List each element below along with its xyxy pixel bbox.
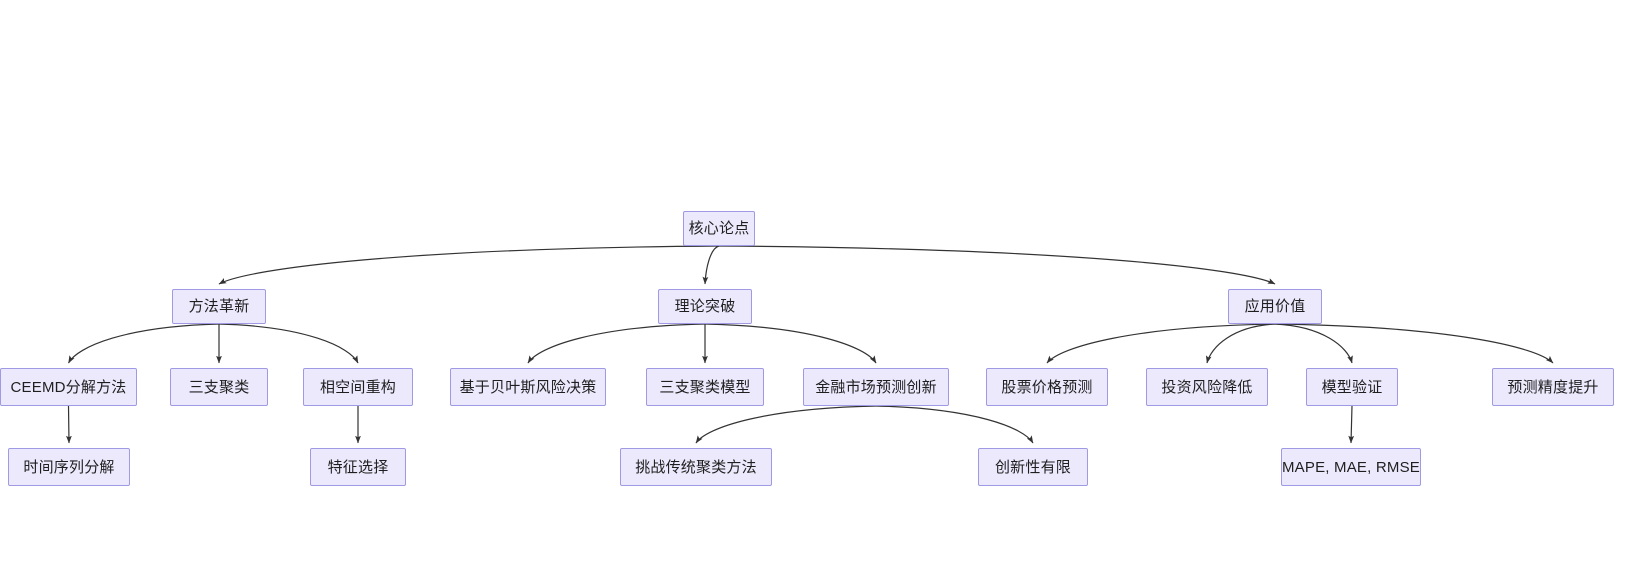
node-label: 预测精度提升 [1507,378,1599,396]
node-l2c3[interactable]: 模型验证 [1306,368,1398,406]
node-l3a1[interactable]: 时间序列分解 [8,448,130,486]
node-label: 相空间重构 [319,378,396,396]
node-l1a[interactable]: 方法革新 [172,289,266,324]
node-l3b1[interactable]: 挑战传统聚类方法 [620,448,772,486]
node-l2c1[interactable]: 股票价格预测 [986,368,1108,406]
node-label: CEEMD分解方法 [10,378,127,396]
node-l2c2[interactable]: 投资风险降低 [1146,368,1268,406]
node-label: 股票价格预测 [1001,378,1093,396]
node-l2a1[interactable]: CEEMD分解方法 [0,368,137,406]
node-label: 时间序列分解 [23,458,115,476]
node-label: 投资风险降低 [1161,378,1253,396]
node-l2b1[interactable]: 基于贝叶斯风险决策 [450,368,606,406]
node-label: 金融市场预测创新 [815,378,937,396]
node-label: 理论突破 [674,298,736,315]
node-l2b3[interactable]: 金融市场预测创新 [803,368,949,406]
node-label: 创新性有限 [994,458,1071,476]
node-label: 核心论点 [688,220,750,237]
node-l3b2[interactable]: 创新性有限 [978,448,1088,486]
node-l3c1[interactable]: MAPE, MAE, RMSE [1281,448,1421,486]
node-label: 三支聚类 [188,378,250,396]
node-l3a2[interactable]: 特征选择 [310,448,406,486]
node-label: 模型验证 [1321,378,1383,396]
node-l1b[interactable]: 理论突破 [658,289,752,324]
node-l2a3[interactable]: 相空间重构 [303,368,413,406]
node-label: 特征选择 [327,458,389,476]
node-label: MAPE, MAE, RMSE [1281,458,1421,476]
node-label: 基于贝叶斯风险决策 [459,378,597,396]
node-label: 应用价值 [1244,298,1306,315]
node-root[interactable]: 核心论点 [683,211,755,246]
node-label: 挑战传统聚类方法 [635,458,757,476]
node-label: 方法革新 [188,298,250,315]
node-l2a2[interactable]: 三支聚类 [170,368,268,406]
node-l2c4[interactable]: 预测精度提升 [1492,368,1614,406]
node-l2b2[interactable]: 三支聚类模型 [646,368,764,406]
node-l1c[interactable]: 应用价值 [1228,289,1322,324]
node-label: 三支聚类模型 [659,378,751,396]
